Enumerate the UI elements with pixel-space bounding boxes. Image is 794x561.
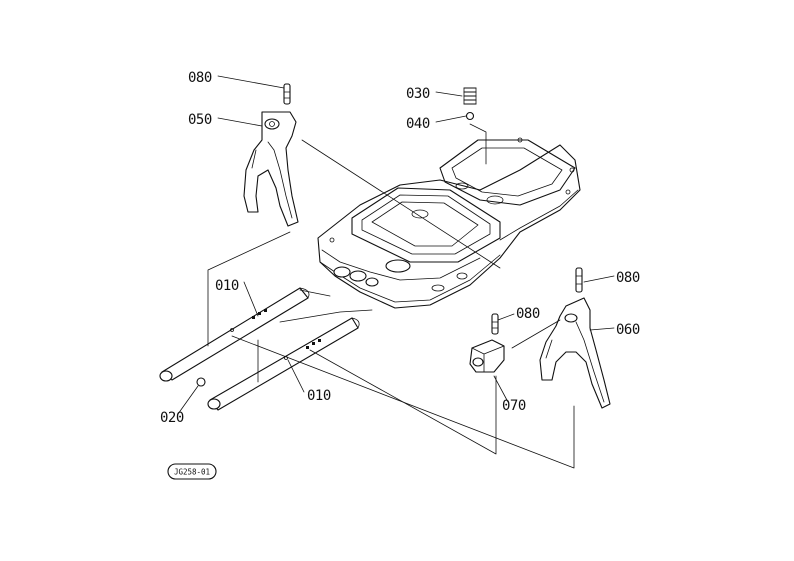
assembly-lines: [177, 75, 615, 469]
callout-080-mid: 080: [516, 306, 540, 322]
shift-fork-050: [243, 83, 299, 227]
callout-070: 070: [502, 398, 526, 414]
detent-ball-040: [465, 111, 475, 121]
shift-rod-010-lower: [207, 317, 360, 411]
callout-080-top: 080: [188, 70, 212, 86]
ball-020: [196, 377, 206, 387]
shift-fork-060: [539, 267, 611, 409]
callout-030: 030: [406, 86, 430, 102]
callout-010-upper: 010: [215, 278, 239, 294]
reference-code-badge: JG258-01: [167, 463, 217, 480]
transmission-case: [317, 137, 581, 309]
callout-020: 020: [160, 410, 184, 426]
reference-code: JG258-01: [174, 468, 210, 477]
shift-rod-010-upper: [159, 287, 310, 382]
detent-spring-030: [463, 87, 477, 105]
callout-050: 050: [188, 112, 212, 128]
callout-060: 060: [616, 322, 640, 338]
callout-080-right: 080: [616, 270, 640, 286]
callout-labels: 080 050 030 040 010 010 020 080 080 060 …: [160, 70, 640, 426]
shift-block-070: [469, 313, 505, 373]
callout-010-lower: 010: [307, 388, 331, 404]
callout-040: 040: [406, 116, 430, 132]
